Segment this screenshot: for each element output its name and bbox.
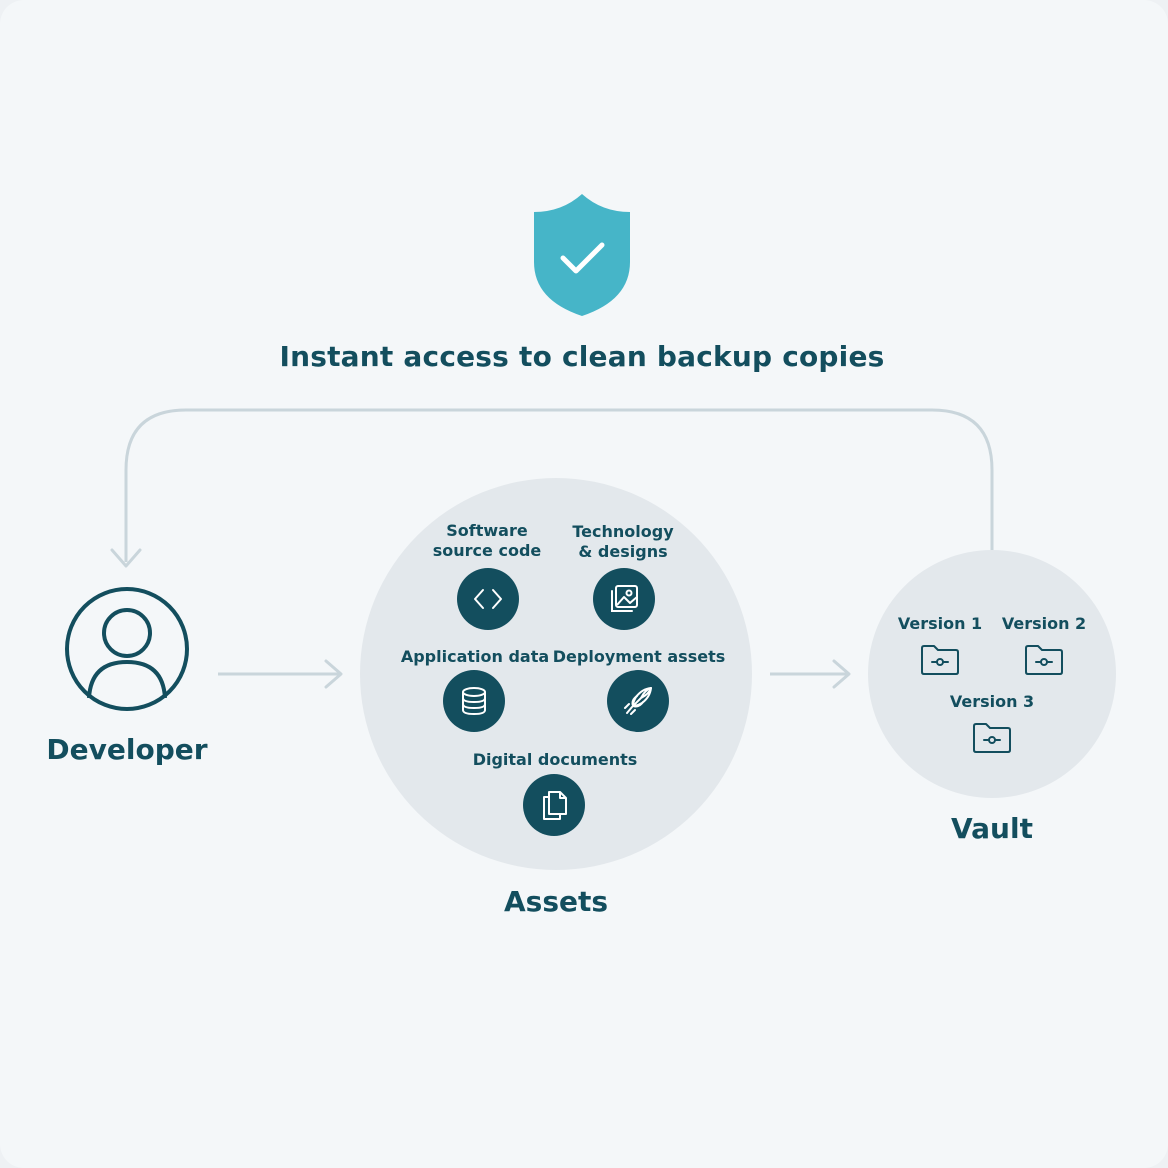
asset-label-software: Software source code	[432, 521, 542, 560]
vault-version-label-1: Version 1	[897, 614, 983, 633]
asset-technology-node	[593, 568, 655, 630]
vault-disc	[868, 550, 1116, 798]
database-icon	[462, 687, 486, 716]
assets-label: Assets	[503, 885, 609, 918]
folder-version-icon	[921, 645, 959, 675]
vault-version-label-3: Version 3	[949, 692, 1035, 711]
vault-label: Vault	[951, 812, 1033, 845]
asset-application-data-node	[443, 670, 505, 732]
developer-label: Developer	[46, 733, 208, 766]
folder-version-icon	[1025, 645, 1063, 675]
developer-avatar-icon	[65, 587, 189, 711]
image-gallery-icon	[611, 585, 638, 612]
code-icon	[474, 589, 502, 609]
assets-to-vault-arrowhead	[832, 659, 851, 689]
asset-label-application-data: Application data	[400, 647, 550, 666]
asset-documents-node	[523, 774, 585, 836]
rocket-icon	[624, 687, 652, 715]
asset-label-deployment: Deployment assets	[552, 647, 726, 666]
documents-icon	[543, 791, 567, 820]
asset-deployment-node	[607, 670, 669, 732]
return-loop-arrowhead	[110, 548, 142, 568]
asset-software-node	[457, 568, 519, 630]
headline: Instant access to clean backup copies	[279, 340, 885, 373]
developer-to-assets-arrowhead	[324, 659, 343, 689]
vault-version-label-2: Version 2	[1001, 614, 1087, 633]
shield-check-icon	[534, 194, 630, 316]
folder-version-icon	[973, 723, 1011, 753]
asset-label-documents: Digital documents	[472, 750, 638, 769]
asset-label-technology: Technology & designs	[572, 522, 674, 561]
return-loop-connector	[124, 408, 994, 562]
